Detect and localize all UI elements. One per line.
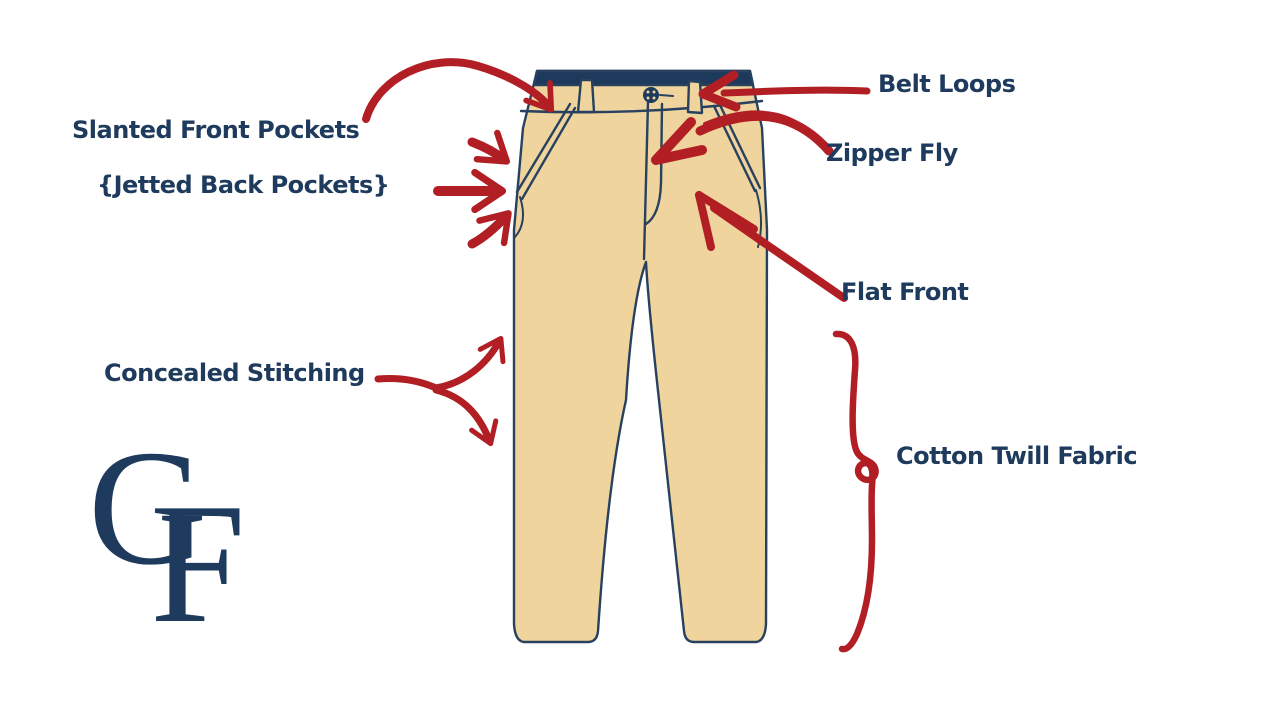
waist-button: [643, 87, 659, 103]
label-cotton-twill-fabric: Cotton Twill Fabric: [896, 442, 1138, 470]
arrow-zipper-fly-texture: [703, 110, 827, 149]
arrow-belt-loops-head: [698, 70, 741, 112]
label-concealed-stitching: Concealed Stitching: [104, 359, 365, 387]
arrow-flat-front-barb2: [695, 191, 758, 233]
label-belt-loops: Belt Loops: [878, 70, 1016, 98]
logo-letter-f: F: [150, 469, 246, 659]
arrow-jetted-top: [467, 129, 511, 165]
label-zipper-fly: Zipper Fly: [826, 139, 958, 167]
belt-loop-left: [576, 78, 596, 114]
arrow-flat-front-shaft: [710, 204, 848, 302]
fly-j-stitch: [644, 102, 664, 226]
arrow-concealed-shaft: [374, 375, 440, 392]
belt-loop-right: [686, 79, 704, 115]
left-pocket-stitch: [520, 106, 577, 201]
logo-letter-g: G: [88, 416, 208, 599]
arrow-slanted-front-pockets: [362, 58, 555, 123]
annotation-arrows: [362, 58, 879, 653]
arrow-concealed-upper: [432, 335, 506, 392]
label-flat-front: Flat Front: [841, 278, 969, 306]
label-jetted-back-pockets: {Jetted Back Pockets}: [97, 171, 390, 199]
arrow-belt-loops-shaft: [720, 86, 871, 97]
arrow-jetted-bottom: [467, 210, 512, 249]
label-slanted-front-pockets: Slanted Front Pockets: [72, 116, 360, 144]
arrow-zipper-fly-head: [651, 117, 707, 165]
center-front-seam: [642, 100, 650, 261]
arrow-concealed-lower: [432, 386, 499, 447]
pants-silhouette: [512, 69, 769, 644]
left-pocket-edge: [515, 102, 572, 194]
buttonhole-stitch: [659, 94, 674, 97]
pants-illustration: [512, 69, 769, 644]
left-pocket-bag: [514, 196, 525, 238]
cotton-twill-brace: [832, 330, 879, 653]
